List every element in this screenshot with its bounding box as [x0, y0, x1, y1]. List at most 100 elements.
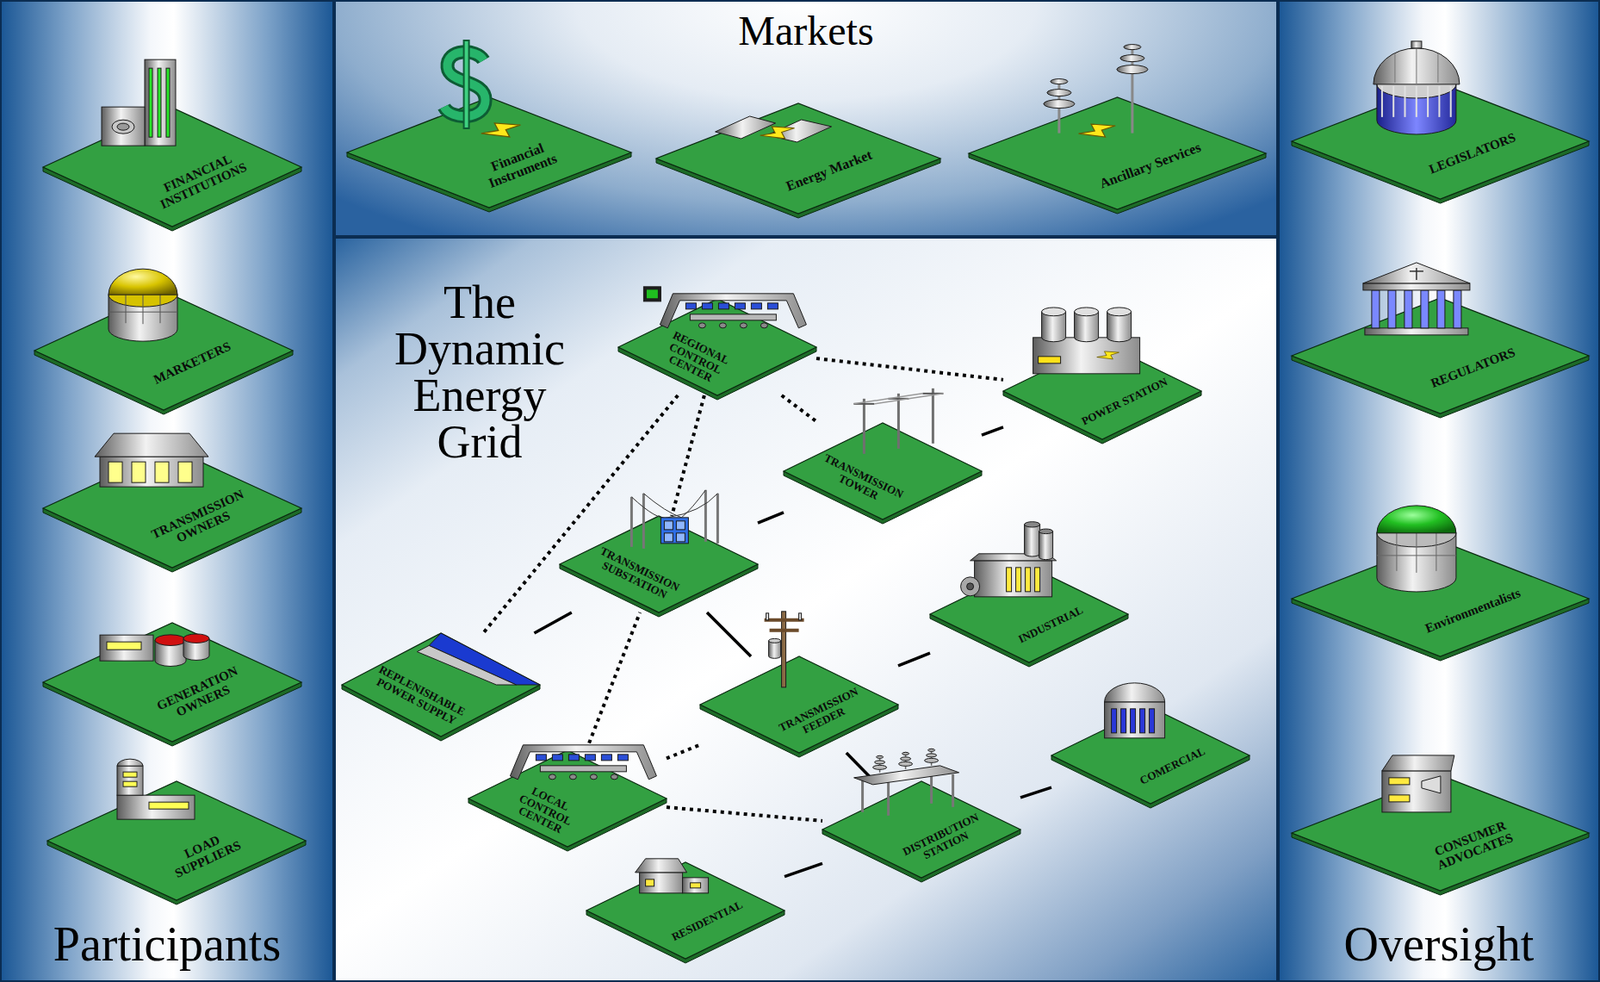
icon-part: [1041, 307, 1067, 317]
icon-part: [1421, 775, 1441, 794]
icon-part: [924, 757, 939, 763]
tile-icon: [99, 633, 210, 667]
icon-part: [416, 644, 516, 685]
icon-part: [718, 303, 729, 310]
tile-icon: [854, 748, 960, 816]
icon-part: [701, 303, 713, 310]
icon-part: [660, 517, 689, 544]
icon-part: [1038, 356, 1061, 364]
tile-icon: [94, 433, 209, 487]
icon-line: [1409, 270, 1424, 273]
icon-part: [539, 765, 627, 772]
icon-part: [108, 268, 178, 295]
icon-part: [1411, 41, 1422, 49]
icon-line: [160, 294, 162, 323]
icon-part: [1420, 290, 1429, 329]
icon-line: [861, 777, 864, 813]
control-link: [666, 744, 701, 759]
icon-part: [1376, 505, 1457, 534]
tile-art: [930, 565, 1129, 663]
icon-part: [509, 744, 657, 780]
icon-line: [1415, 267, 1418, 280]
icon-part: [589, 774, 597, 780]
icon-part: [799, 613, 802, 621]
icon-part: [1104, 682, 1166, 702]
icon-part: [148, 68, 153, 137]
icon-part: [1149, 708, 1155, 733]
tile-art: [618, 298, 817, 396]
icon-part: [874, 760, 886, 764]
icon-part: [479, 112, 523, 149]
plate-top: [1051, 706, 1250, 804]
icon-part: [1107, 307, 1132, 317]
icon-line: [897, 393, 900, 449]
icon-part: [1382, 770, 1452, 813]
plate-top: [968, 97, 1266, 210]
icon-line: [1437, 53, 1439, 83]
lightning-bolt: [758, 117, 797, 149]
icon-part: [148, 801, 189, 809]
icon-part: [1039, 528, 1054, 534]
icon-part: [1025, 567, 1031, 592]
icon-part: [1363, 283, 1470, 291]
lightning-bolt: [479, 112, 523, 149]
icon-part: [1389, 794, 1410, 802]
icon-line: [862, 398, 866, 454]
panel-title: Participants: [53, 919, 281, 968]
icon-part: [1047, 89, 1072, 97]
icon-line: [1426, 86, 1429, 118]
grid-tile: CONSUMER ADVOCATES: [1291, 775, 1589, 891]
grid-tile: RESIDENTIAL: [586, 862, 785, 959]
icon-part: [108, 461, 123, 483]
icon-part: [123, 781, 137, 787]
tile-icon: [1043, 44, 1148, 148]
grid-tile: LEGISLATORS: [1291, 83, 1589, 199]
icon-part: [1111, 708, 1117, 733]
icon-part: [178, 461, 193, 483]
tile-plate: [700, 656, 899, 757]
tile-art: [1051, 706, 1250, 804]
icon-part: [689, 314, 776, 321]
tile-plate: [468, 750, 667, 851]
icon-line: [1415, 533, 1417, 573]
tile-plate: [822, 781, 1021, 882]
reservoir-art: [416, 632, 540, 685]
icon-part: [1096, 345, 1121, 366]
icon-part: [899, 761, 913, 766]
tile-art: [43, 448, 302, 568]
tile-plate: [656, 103, 941, 218]
icon-line: [1450, 86, 1452, 118]
icon-part: [617, 754, 628, 761]
grid-tile: LOCAL CONTROL CENTER: [468, 750, 667, 847]
panel-title: The Dynamic Energy Grid: [394, 279, 565, 466]
icon-part: [1077, 114, 1118, 148]
icon-part: [967, 582, 974, 590]
icon-part: [166, 68, 170, 137]
icon-part: [1043, 99, 1075, 109]
tile-icon: [1363, 262, 1470, 335]
power-line: [533, 612, 571, 633]
tile-plate: [968, 97, 1266, 214]
tile-plate: [618, 298, 817, 400]
icon-part: [1016, 567, 1022, 592]
lightning-bolt: [1077, 114, 1118, 148]
tile-art: [656, 103, 941, 214]
tile-art: [468, 750, 667, 847]
tile-icon: [117, 758, 195, 819]
grid-tile: REGULATORS: [1291, 297, 1589, 414]
tile-art: [822, 781, 1021, 878]
control-link: [586, 612, 640, 751]
tile-art: [700, 656, 899, 753]
icon-part: [131, 461, 146, 483]
icon-part: [639, 872, 683, 894]
icon-line: [908, 393, 943, 399]
icon-part: [961, 576, 980, 596]
lightning-bolt: [1096, 345, 1121, 366]
icon-part: [117, 123, 130, 131]
icon-part: [535, 754, 546, 761]
icon-line: [1435, 533, 1437, 571]
icon-part: [111, 119, 135, 134]
icon-part: [548, 774, 556, 780]
tile-plate: [341, 632, 540, 741]
icon-part: [568, 754, 579, 761]
